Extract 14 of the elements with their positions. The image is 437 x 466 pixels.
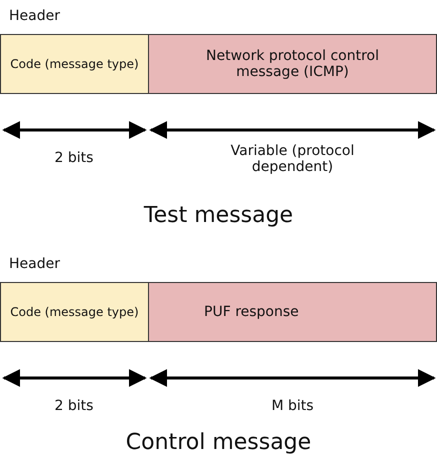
header-label: Header [9, 8, 60, 24]
size-label: M bits [270, 398, 315, 414]
field-label: Code (message type) [10, 305, 139, 319]
payload-field [148, 34, 437, 94]
field-label: PUF response [204, 304, 299, 320]
size-label: Variable (protocol dependent) [230, 143, 356, 175]
size-label: 2 bits [54, 150, 94, 166]
format-caption: Test message [142, 203, 294, 228]
format-caption: Control message [124, 430, 312, 455]
size-label: 2 bits [54, 398, 94, 414]
field-label: Code (message type) [10, 57, 139, 71]
header-label: Header [9, 256, 60, 272]
payload-field [148, 282, 437, 342]
field-label: Network protocol control message (ICMP) [205, 48, 380, 80]
